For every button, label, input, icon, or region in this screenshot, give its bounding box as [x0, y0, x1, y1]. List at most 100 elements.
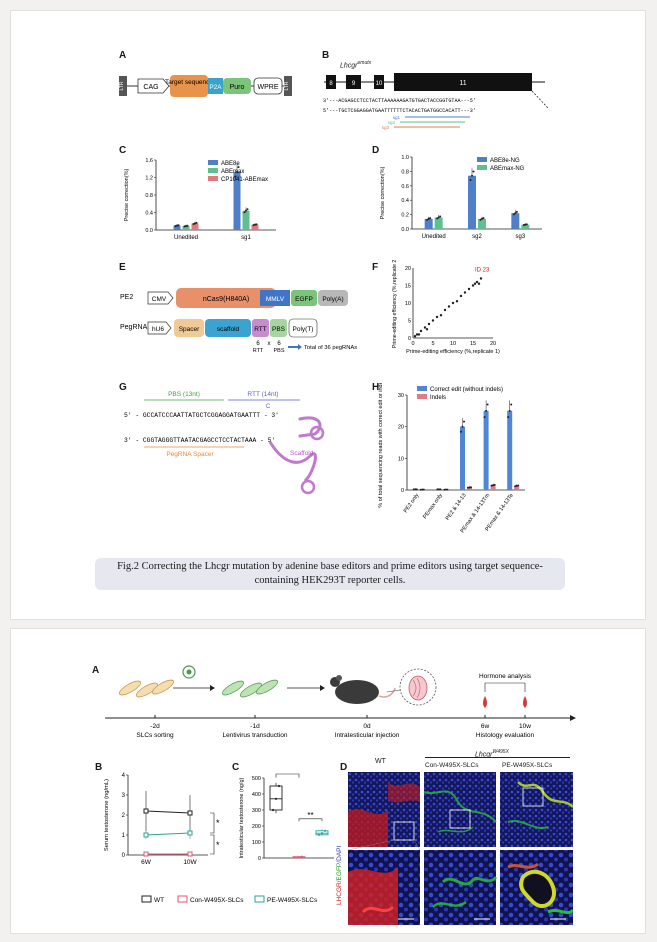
col-con: Con-W495X-SLCs	[425, 762, 479, 769]
panel-label-2b: B	[322, 50, 330, 61]
n2-text: 6	[277, 341, 281, 347]
panel-label-3a: A	[92, 665, 100, 676]
data-point	[236, 170, 238, 173]
scatter-point	[477, 282, 481, 285]
rtt-box	[252, 319, 269, 337]
data-point	[245, 209, 247, 212]
c-base-text: C	[266, 404, 271, 410]
y-tick-label: 30	[398, 393, 404, 399]
data-point	[439, 215, 442, 218]
y-tick-label: 0.0	[145, 228, 153, 234]
bar	[251, 224, 259, 230]
data-point	[437, 488, 440, 491]
data-point	[463, 420, 465, 423]
scatter-point	[431, 319, 435, 322]
panel-label-2g: G	[119, 382, 127, 393]
cag-promoter	[137, 78, 170, 94]
ltr-right-box	[284, 76, 292, 96]
y-tick-label: 0.8	[145, 193, 153, 199]
legend-label: ABE8e-NG	[490, 158, 520, 164]
x-axis-label: Prime-editing efficiency (%,replicate 1)	[406, 349, 500, 355]
scatter-point	[473, 282, 477, 285]
y-axis-label: Intratesticular testosterone (ng/g)	[239, 777, 245, 858]
micrograph-grid-3d	[348, 772, 573, 925]
step-day-1: -1d	[250, 723, 260, 730]
step-day-0: -2d	[150, 723, 160, 730]
data-point	[274, 797, 278, 800]
scaffold-text: scaffold	[217, 326, 240, 333]
panel-label-2e: E	[119, 262, 126, 273]
scatter-point	[415, 333, 419, 336]
scatter-point	[467, 287, 471, 291]
x-tick-label: 5	[431, 341, 434, 347]
n1-text: 6	[256, 341, 260, 347]
y-tick-label: 15	[405, 284, 411, 290]
significance-bracket	[210, 812, 215, 834]
y-tick-label: 0.8	[401, 169, 409, 175]
highlight-label: ID 23	[475, 268, 490, 274]
bar	[233, 171, 241, 230]
data-point	[183, 225, 186, 228]
panel-label-3b: B	[95, 762, 103, 773]
spacer-text: Spacer	[179, 326, 200, 333]
scatter-point	[455, 300, 459, 303]
exon-9	[346, 75, 361, 89]
cmv-text: CMV	[152, 296, 167, 303]
legend-swatch	[477, 157, 487, 162]
data-point	[427, 217, 430, 220]
legend-swatch	[477, 165, 487, 170]
p2a-box	[208, 78, 223, 94]
significance-star: **	[307, 811, 313, 820]
scatter-point	[413, 335, 417, 338]
bar	[511, 213, 520, 229]
data-point	[492, 484, 495, 487]
pbs-nt-text: PBS (13nt)	[168, 391, 200, 398]
x-tick-label: sg2	[472, 234, 482, 240]
blood-drop-icon	[483, 696, 487, 708]
y-tick-label: 0	[401, 488, 404, 494]
bar	[483, 410, 489, 490]
data-point	[522, 224, 525, 227]
step-day-3: 6w	[481, 723, 490, 730]
scaffold-g-text: Scaffold	[290, 450, 314, 457]
ltr-right-text: LTR	[284, 81, 290, 90]
data-point	[419, 488, 422, 491]
data-point	[187, 810, 193, 816]
bar	[173, 225, 181, 230]
scatter-point	[447, 305, 451, 308]
data-point	[437, 216, 440, 219]
panel-label-3c: C	[232, 762, 240, 773]
data-point	[234, 175, 237, 178]
data-point	[507, 416, 510, 419]
series-line	[145, 832, 191, 836]
exon-11-text: 11	[459, 80, 466, 87]
data-point	[514, 485, 517, 488]
legend-pe: PE-W495X-SLCs	[267, 897, 318, 904]
bar	[468, 175, 476, 229]
data-point	[461, 425, 464, 428]
data-point	[187, 830, 193, 836]
y-tick-label: 4	[122, 773, 126, 779]
total-text: Total of 36 pegRNAs	[304, 345, 357, 351]
legend-3bc: WT Con-W495X-SLCs PE-W495X-SLCs	[141, 895, 318, 904]
polyt-box	[288, 318, 318, 338]
significance-bracket	[298, 818, 323, 822]
exon-diagram-2b: 8 9 10 11 3'---ACGAGCCTCCTACTTAAAAAAGATG…	[323, 73, 549, 130]
x-tick-label: Unedited	[174, 235, 198, 241]
step-desc-0: SLCs sorting	[136, 732, 174, 739]
pegrna-label: PegRNA	[120, 324, 148, 331]
y-tick-label: 10	[405, 301, 411, 307]
x-tick-label: PE2 only	[403, 493, 421, 515]
bar	[490, 485, 496, 490]
target-text: Target sequence	[165, 79, 213, 86]
construct-2e: PE2 CMV nCas9(H840A) MMLV EGFP Poly(A) P…	[120, 288, 357, 354]
ltr-left-text: LTR	[119, 81, 125, 90]
data-point	[143, 832, 149, 838]
seq-g2-text: 3' - CGGTAGGGTTAATACGAGCCTCCTACTAAA - 5'	[124, 437, 275, 444]
data-point	[490, 484, 493, 487]
y-axis-label: Precise correction(%)	[124, 169, 130, 222]
data-point	[255, 223, 258, 226]
